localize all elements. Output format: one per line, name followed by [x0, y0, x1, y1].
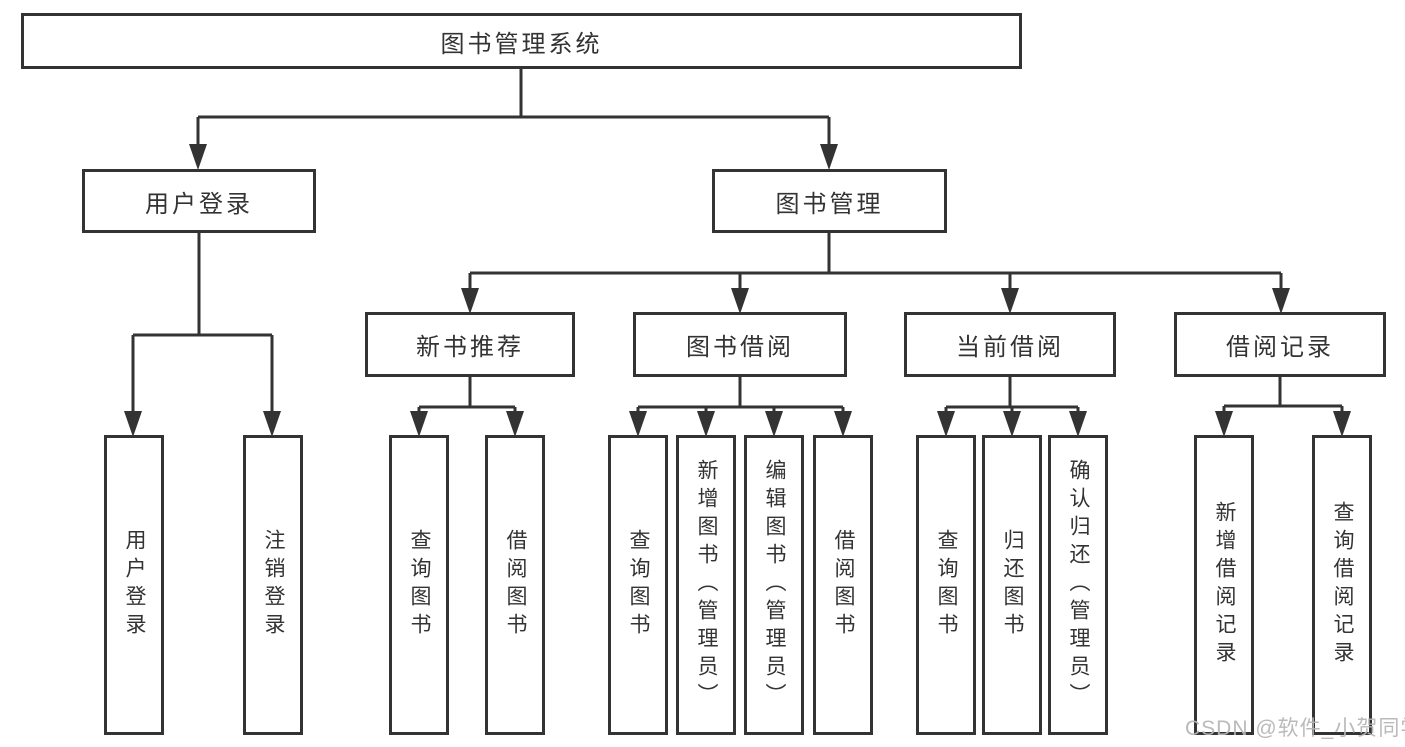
node-label: 图书管理系统 — [440, 30, 603, 58]
node-label: 查询借阅记录 — [1331, 501, 1354, 669]
node-label: 用户登录 — [145, 190, 253, 218]
leaf-user-login: 用户登录 — [104, 435, 164, 735]
node-label: 新书推荐 — [416, 334, 524, 361]
node-book-management: 图书管理 — [712, 169, 947, 233]
node-borrowing-records: 借阅记录 — [1174, 312, 1386, 377]
node-label: 图书管理 — [775, 190, 884, 218]
leaf-add-books-admin: 新增图书（管理员） — [676, 435, 736, 735]
node-book-borrowing: 图书借阅 — [633, 312, 847, 377]
node-label: 新增借阅记录 — [1213, 501, 1236, 669]
arrowhead-icons — [124, 144, 1351, 437]
node-label: 借阅记录 — [1226, 334, 1334, 361]
leaf-query-books: 查询图书 — [389, 435, 449, 735]
leaf-query-books: 查询图书 — [608, 435, 668, 735]
node-label: 查询图书 — [408, 529, 431, 641]
node-label: 编辑图书（管理员） — [763, 459, 786, 711]
leaf-borrow-books: 借阅图书 — [813, 435, 873, 735]
node-label: 确认归还（管理员） — [1067, 459, 1090, 711]
node-library-management-system: 图书管理系统 — [21, 13, 1022, 69]
csdn-watermark: CSDN @软件_小贺同学 — [1185, 717, 1405, 740]
node-label: 借阅图书 — [504, 529, 527, 641]
leaf-return-books: 归还图书 — [982, 435, 1042, 735]
node-user-login: 用户登录 — [82, 169, 316, 233]
node-label: 新增图书（管理员） — [695, 459, 718, 711]
node-current-borrowing: 当前借阅 — [904, 312, 1116, 377]
node-label: 图书借阅 — [686, 334, 794, 361]
leaf-logout: 注销登录 — [243, 435, 303, 735]
node-label: 注销登录 — [262, 529, 285, 641]
node-label: 查询图书 — [935, 529, 958, 641]
node-label: 归还图书 — [1001, 529, 1024, 641]
leaf-query-books: 查询图书 — [916, 435, 976, 735]
leaf-query-borrow-record: 查询借阅记录 — [1312, 435, 1372, 735]
node-label: 当前借阅 — [956, 334, 1064, 361]
node-label: 查询图书 — [627, 529, 650, 641]
node-label: 用户登录 — [123, 529, 146, 641]
node-label: 借阅图书 — [832, 529, 855, 641]
leaf-confirm-return-admin: 确认归还（管理员） — [1048, 435, 1108, 735]
leaf-add-borrow-record: 新增借阅记录 — [1194, 435, 1254, 735]
leaf-edit-books-admin: 编辑图书（管理员） — [744, 435, 804, 735]
node-new-book-recommend: 新书推荐 — [365, 312, 575, 377]
leaf-borrow-books: 借阅图书 — [485, 435, 545, 735]
